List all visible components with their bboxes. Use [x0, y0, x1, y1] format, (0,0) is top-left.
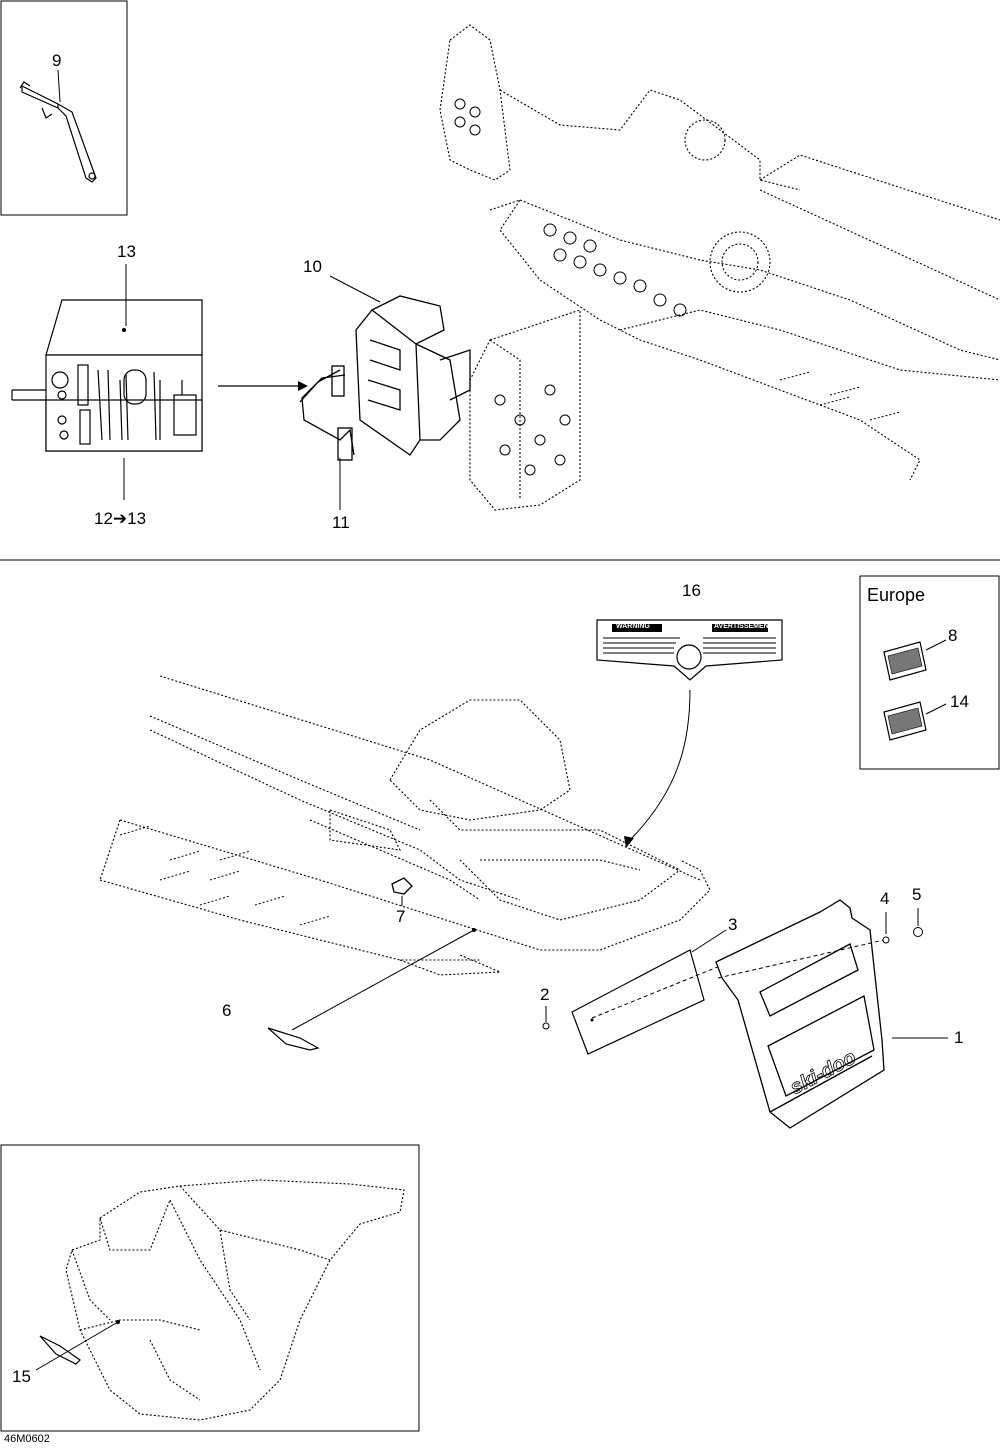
leader-16	[627, 689, 691, 843]
reflector-item-6	[267, 1027, 320, 1051]
inset-box-item-15	[0, 1144, 420, 1432]
strap-item-11	[299, 365, 355, 461]
tunnel-slots	[119, 825, 331, 926]
decal-16-left-heading: WARNING	[616, 623, 650, 630]
tool-kit-item-13	[11, 299, 203, 452]
plate-mount-line	[591, 965, 721, 1019]
callout-10: 10	[303, 257, 322, 276]
tunnel-and-seat	[99, 675, 711, 976]
callout-11: 11	[332, 513, 350, 532]
tool-item-9	[19, 81, 97, 183]
callout-12-to-13: 12➔13	[94, 509, 147, 528]
leader-10	[329, 275, 381, 303]
plate-item-3	[571, 949, 705, 1055]
leader-6-dot	[472, 928, 476, 932]
leader-3	[691, 929, 727, 953]
callout-1: 1	[954, 1028, 964, 1047]
leader-16-arrowhead	[624, 836, 634, 848]
leader-9	[57, 69, 61, 103]
decal-item-16	[596, 619, 783, 681]
leader-15-dot	[116, 1320, 120, 1324]
callout-3: 3	[728, 915, 738, 934]
running-board-slots	[779, 371, 901, 421]
decal-16-right-heading: AVERTISSEMENT	[714, 623, 773, 630]
callout-5: 5	[912, 885, 922, 904]
leader-6	[291, 929, 475, 1031]
callout-16: 16	[682, 581, 701, 600]
decal-item-14	[883, 701, 927, 741]
kit-marker-dot	[122, 328, 126, 332]
snow-flap-item-1	[715, 899, 885, 1129]
drawing-reference-number: 46M0602	[4, 1433, 50, 1445]
inset-box-item-9	[0, 0, 128, 216]
washer-item-4	[882, 936, 890, 944]
decal-item-8	[883, 641, 927, 681]
leader-8	[925, 639, 947, 651]
leader-14	[925, 703, 947, 715]
tool-pouch-item-10	[355, 295, 471, 456]
callout-8: 8	[948, 626, 958, 645]
flap-mount-line	[717, 939, 885, 979]
rivet-item-7	[391, 877, 413, 895]
callout-15: 15	[12, 1367, 31, 1386]
callout-7: 7	[396, 907, 406, 926]
callout-6: 6	[222, 1001, 232, 1020]
chassis-frame	[439, 24, 1000, 511]
arrow-head	[298, 381, 308, 391]
reflector-item-15	[39, 1335, 81, 1365]
screw-item-2	[542, 1022, 550, 1030]
callout-13: 13	[117, 242, 136, 261]
callout-4: 4	[880, 889, 890, 908]
inset-box-europe	[859, 575, 1000, 770]
chassis-holes	[454, 98, 687, 476]
nut-item-5	[913, 927, 923, 937]
europe-box-title: Europe	[867, 585, 926, 605]
leader-15	[35, 1321, 119, 1371]
callout-2: 2	[540, 985, 550, 1004]
nose-pan	[65, 1179, 405, 1421]
callout-9: 9	[52, 51, 62, 70]
callout-14: 14	[950, 692, 969, 711]
